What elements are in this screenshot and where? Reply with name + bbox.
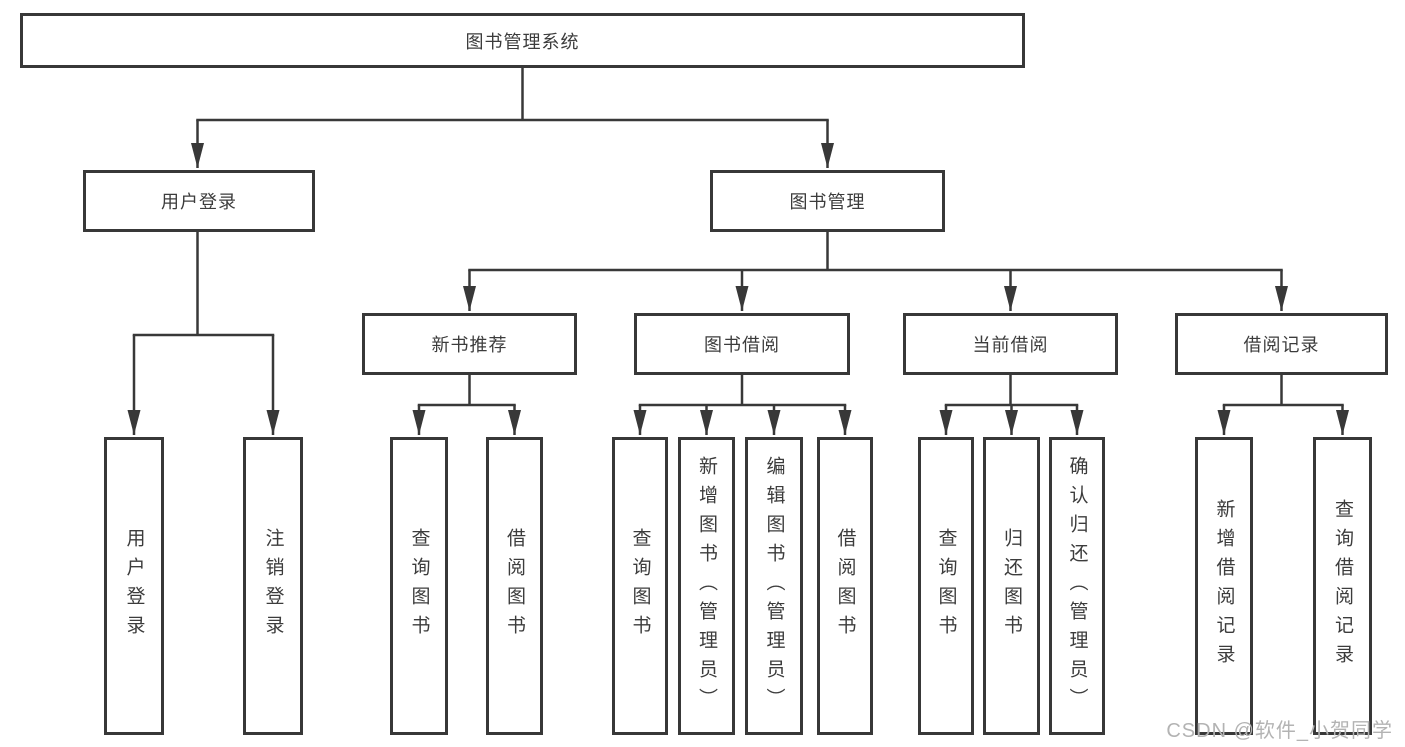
leaf-label: 查询图书 xyxy=(408,528,430,644)
node-book-management-branch: 图书管理 xyxy=(710,170,945,232)
node-label: 用户登录 xyxy=(161,192,237,212)
leaf-label: 新增借阅记录 xyxy=(1213,499,1235,673)
leaf-label: 借阅图书 xyxy=(504,528,525,644)
leaf-label: 新增图书（管理员） xyxy=(696,455,717,717)
leaf-return-books: 归还图书 xyxy=(983,437,1040,735)
leaf-confirm-return-admin: 确认归还（管理员） xyxy=(1049,437,1105,735)
node-library-management-system: 图书管理系统 xyxy=(20,13,1025,68)
leaf-label: 查询图书 xyxy=(935,528,957,644)
leaf-label: 查询借阅记录 xyxy=(1332,499,1353,673)
leaf-borrow-books-recommend: 借阅图书 xyxy=(486,437,543,735)
node-label: 借阅记录 xyxy=(1243,335,1320,355)
leaf-query-books-current: 查询图书 xyxy=(918,437,974,735)
node-label: 当前借阅 xyxy=(972,335,1049,355)
leaf-edit-books-admin: 编辑图书（管理员） xyxy=(745,437,803,735)
node-label: 新书推荐 xyxy=(431,335,508,355)
leaf-query-borrow-record: 查询借阅记录 xyxy=(1313,437,1372,735)
leaf-label: 注销登录 xyxy=(262,528,284,644)
node-label: 图书管理系统 xyxy=(465,31,580,52)
leaf-user-login: 用户登录 xyxy=(104,437,164,735)
leaf-label: 用户登录 xyxy=(123,528,145,644)
leaf-label: 编辑图书（管理员） xyxy=(763,455,785,717)
leaf-label: 确认归还（管理员） xyxy=(1066,455,1088,717)
leaf-label: 查询图书 xyxy=(629,528,651,644)
leaf-borrow-books: 借阅图书 xyxy=(817,437,873,735)
node-borrowing-records: 借阅记录 xyxy=(1175,313,1388,375)
node-label: 图书管理 xyxy=(789,192,866,212)
leaf-logout: 注销登录 xyxy=(243,437,303,735)
leaf-query-books-borrowing: 查询图书 xyxy=(612,437,668,735)
node-book-borrowing: 图书借阅 xyxy=(634,313,850,375)
node-current-borrowing: 当前借阅 xyxy=(903,313,1118,375)
node-user-login-branch: 用户登录 xyxy=(83,170,315,232)
leaf-add-books-admin: 新增图书（管理员） xyxy=(678,437,735,735)
leaf-add-borrow-record: 新增借阅记录 xyxy=(1195,437,1253,735)
node-new-book-recommend: 新书推荐 xyxy=(362,313,577,375)
leaf-label: 借阅图书 xyxy=(834,528,856,644)
csdn-watermark: CSDN @软件_小贺同学 xyxy=(1166,720,1393,742)
leaf-query-books-recommend: 查询图书 xyxy=(390,437,448,735)
leaf-label: 归还图书 xyxy=(1001,528,1022,644)
node-label: 图书借阅 xyxy=(704,335,780,355)
